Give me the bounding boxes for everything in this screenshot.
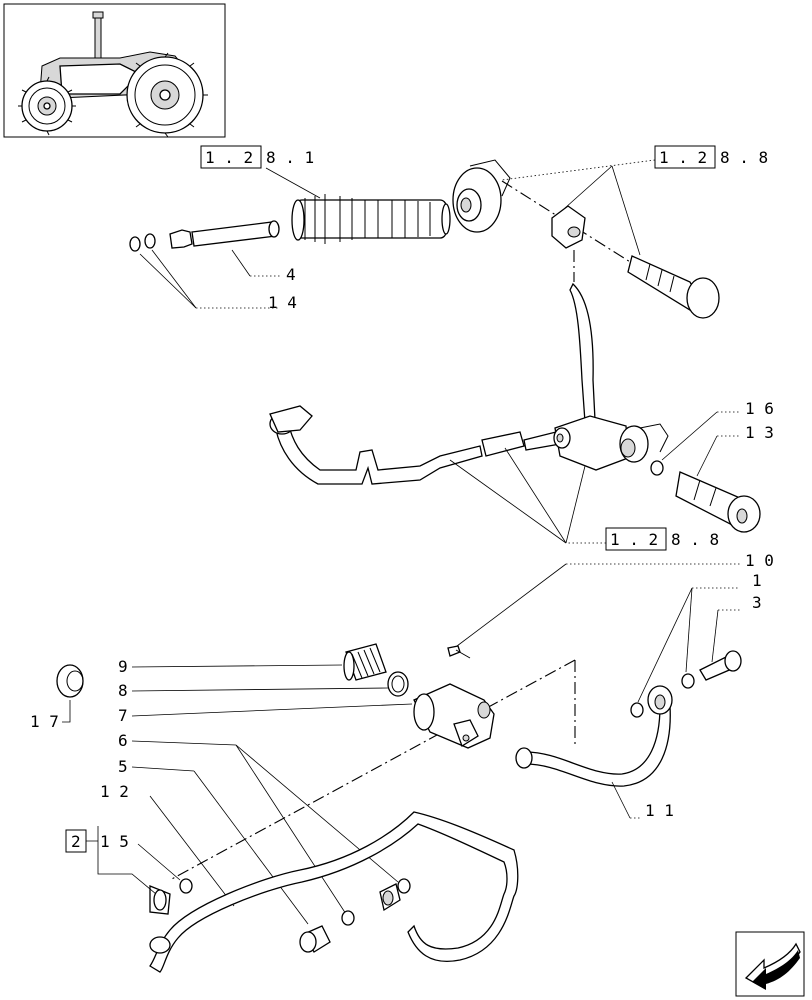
svg-text:8 . 1: 8 . 1 [266,148,314,167]
washer-part [56,664,84,698]
callout-17: 1 7 [30,712,59,731]
bolt-part [299,925,331,953]
pin-part [675,471,761,533]
valve-body-part [413,683,495,749]
washer-part [650,460,664,476]
callout-3: 3 [752,593,762,612]
callout-15: 1 5 [100,832,129,851]
callout-12: 1 2 [100,782,129,801]
screw-part [447,645,471,659]
washer-part [129,236,141,252]
spindle-part [627,255,720,319]
callout-5: 5 [118,757,128,776]
callout-1: 1 [752,571,762,590]
callout-6: 6 [118,731,128,750]
callout-8: 8 [118,681,128,700]
svg-text:1 . 2: 1 . 2 [205,148,253,167]
bearing-part [452,159,511,233]
shaft-part [169,220,280,249]
svg-text:8 . 8: 8 . 8 [720,148,768,167]
reference-box-middle: 1 . 2 8 . 8 [605,527,719,551]
reference-box-bottom-left: 2 [65,829,87,853]
fork-part [551,205,586,249]
o-ring-part [387,671,409,697]
washer-part [179,878,193,894]
callout-13: 1 3 [745,423,774,442]
washer-part [397,878,411,894]
callout-14: 1 4 [268,293,297,312]
next-page-arrow-icon[interactable] [735,931,805,997]
pipe-part [515,685,673,787]
callout-10: 1 0 [745,551,774,570]
callout-7: 7 [118,706,128,725]
washer-part [630,702,644,718]
svg-text:1 . 2: 1 . 2 [659,148,707,167]
callout-4: 4 [286,265,296,284]
washer-part [341,910,355,926]
filter-part [343,643,387,681]
callout-16: 1 6 [745,399,774,418]
callout-11: 1 1 [645,801,674,820]
pipe-part [149,811,519,973]
svg-text:8 . 8: 8 . 8 [671,530,719,549]
washer-part [144,233,156,249]
svg-text:1 . 2: 1 . 2 [610,530,658,549]
washer-part [681,673,695,689]
tractor-thumbnail-icon [3,3,226,138]
svg-text:2: 2 [71,832,81,851]
reference-box-top-left: 1 . 2 8 . 1 [200,145,314,169]
screw-part [699,650,742,681]
callout-9: 9 [118,657,128,676]
reference-box-top-right: 1 . 2 8 . 8 [654,145,768,169]
gear-shaft-part [291,194,451,244]
linkage-part [269,405,669,485]
rod-part [569,282,596,423]
